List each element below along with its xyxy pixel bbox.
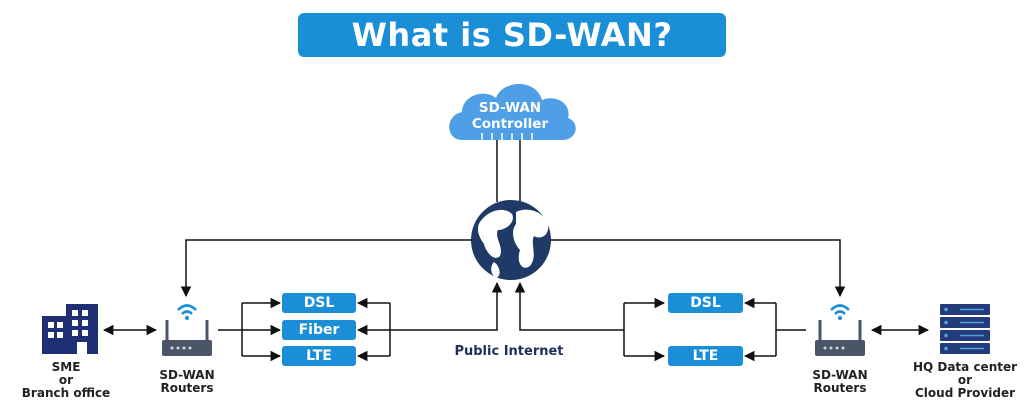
server-icon — [940, 304, 990, 354]
left-router-link-fanout — [218, 297, 282, 362]
right-link-lte: LTE — [668, 346, 743, 366]
left-router-line2: Routers — [160, 381, 214, 395]
right-site-line2: or — [957, 373, 973, 387]
right-router-line1: SD-WAN — [812, 368, 868, 382]
public-internet-label: Public Internet — [454, 344, 564, 359]
right-links-to-internet — [514, 281, 666, 362]
right-router-label: SD-WAN Routers — [800, 369, 880, 395]
globe-router-links — [180, 239, 846, 298]
left-link-dsl: DSL — [282, 293, 356, 313]
left-site-label: SME or Branch office — [14, 361, 118, 400]
building-icon — [42, 304, 98, 354]
controller-label-line1: SD-WAN — [478, 100, 542, 116]
cloud-icon — [449, 84, 576, 140]
right-site-label: HQ Data center or Cloud Provider — [910, 361, 1020, 400]
controller-label-line2: Controller — [471, 116, 549, 132]
right-site-line3: Cloud Provider — [914, 386, 1015, 400]
left-links-to-internet — [356, 281, 503, 362]
left-site-line3: Branch office — [21, 386, 111, 400]
page-title: What is SD-WAN? — [351, 16, 673, 54]
left-router-line1: SD-WAN — [159, 368, 215, 382]
right-router-line2: Routers — [813, 381, 867, 395]
left-site-line1: SME — [51, 360, 81, 374]
controller-links — [496, 140, 521, 202]
globe-icon — [471, 200, 551, 280]
left-site-line2: or — [58, 373, 74, 387]
left-link-lte: LTE — [282, 346, 356, 366]
left-link-fiber: Fiber — [282, 320, 356, 340]
right-site-line1: HQ Data center — [912, 360, 1018, 374]
left-router-label: SD-WAN Routers — [147, 369, 227, 395]
right-link-dsl: DSL — [668, 293, 743, 313]
right-router-link-fanout — [743, 297, 806, 362]
controller-label: SD-WAN Controller — [452, 100, 568, 132]
title-banner: What is SD-WAN? — [298, 13, 726, 57]
router-icon-right — [815, 304, 865, 356]
router-icon-left — [162, 304, 212, 356]
